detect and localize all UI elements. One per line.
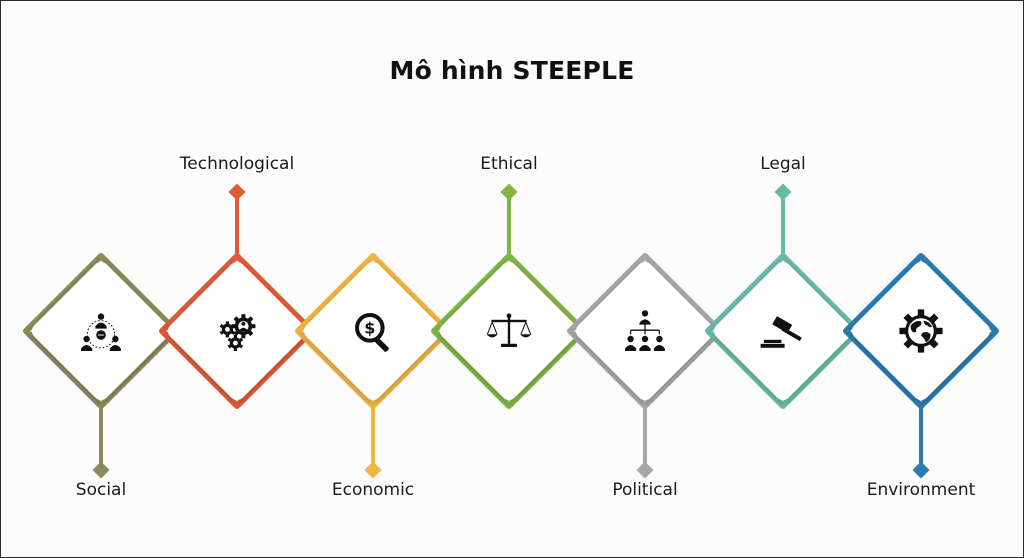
label-social: Social <box>75 480 127 500</box>
diamond-economic <box>295 253 451 409</box>
marker-ethical <box>500 183 518 201</box>
diamond-environment <box>843 253 999 409</box>
diamond-ethical <box>431 253 587 409</box>
connector-political <box>636 406 654 479</box>
marker-technological <box>228 183 246 201</box>
connector-environment <box>912 406 930 479</box>
marker-legal <box>774 183 792 201</box>
connector-legal <box>774 183 792 256</box>
diamond-social <box>23 253 179 409</box>
connector-economic <box>364 406 382 479</box>
marker-environment <box>912 461 930 479</box>
diamond-technological <box>159 253 315 409</box>
connector-ethical <box>500 183 518 256</box>
label-ethical: Ethical <box>480 154 538 174</box>
globe-gear-icon <box>899 309 943 353</box>
marker-social <box>92 461 110 479</box>
label-economic: Economic <box>331 480 415 500</box>
diagram-title: Mô hình STEEPLE <box>389 56 635 85</box>
connector-social <box>92 406 110 479</box>
label-political: Political <box>612 480 678 500</box>
diamond-political <box>567 253 723 409</box>
connector-technological <box>228 183 246 256</box>
marker-political <box>636 461 654 479</box>
marker-economic <box>364 461 382 479</box>
diamond-legal <box>705 253 861 409</box>
label-legal: Legal <box>760 154 806 174</box>
label-technological: Technological <box>179 154 295 174</box>
label-environment: Environment <box>866 480 976 500</box>
